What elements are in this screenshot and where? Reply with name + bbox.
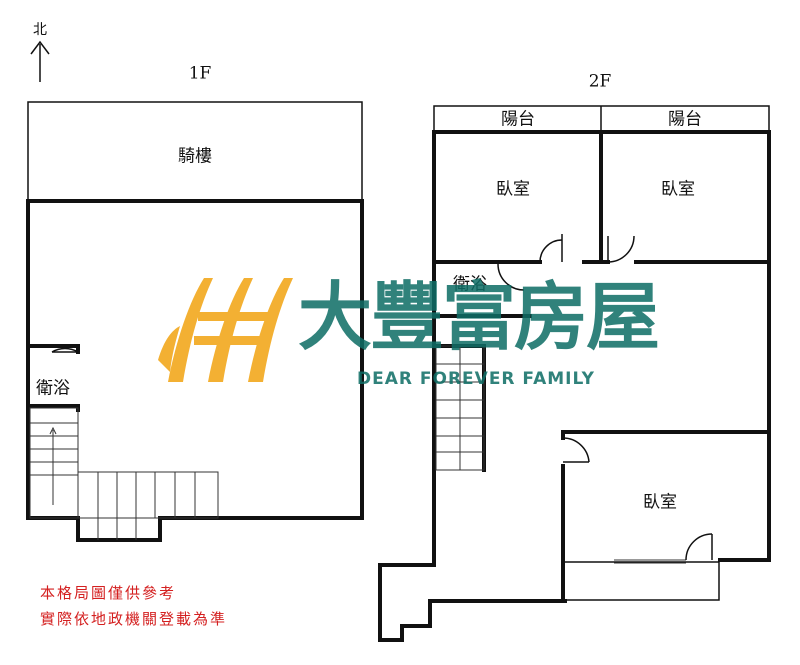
north-arrow: 北 [30, 22, 50, 82]
disclaimer-line-2: 實際依地政機關登載為準 [40, 610, 228, 628]
room-label-bedroom-left: 臥室 [496, 180, 530, 200]
company-watermark: 大豐富房屋 DEAR FOREVER FAMILY [158, 275, 660, 389]
floor-2-plan: 陽台 陽台 臥室 臥室 衛浴 臥室 [378, 105, 771, 642]
floor-1-title: 1F [189, 64, 212, 84]
stair-1f-a [29, 407, 79, 519]
stair-1f-b [77, 471, 219, 519]
room-label-bedroom-bottom: 臥室 [643, 493, 677, 513]
room-label-balcony-left: 陽台 [501, 110, 535, 130]
brand-name-en: DEAR FOREVER FAMILY [357, 369, 595, 389]
room-label-arcade: 騎樓 [178, 147, 212, 167]
room-label-balcony-right: 陽台 [668, 110, 702, 130]
room-label-1f-bathroom: 衛浴 [36, 379, 70, 399]
disclaimer-line-1: 本格局圖僅供參考 [40, 584, 177, 602]
room-label-bedroom-right: 臥室 [661, 180, 695, 200]
north-label: 北 [33, 22, 47, 38]
floor-1-plan: 騎樓 衛浴 [26, 101, 364, 542]
brand-logo-icon [158, 278, 293, 382]
room-label-2f-bathroom: 衛浴 [453, 275, 487, 295]
brand-name-cn: 大豐富房屋 [298, 275, 658, 361]
floor-2-title: 2F [589, 72, 612, 92]
